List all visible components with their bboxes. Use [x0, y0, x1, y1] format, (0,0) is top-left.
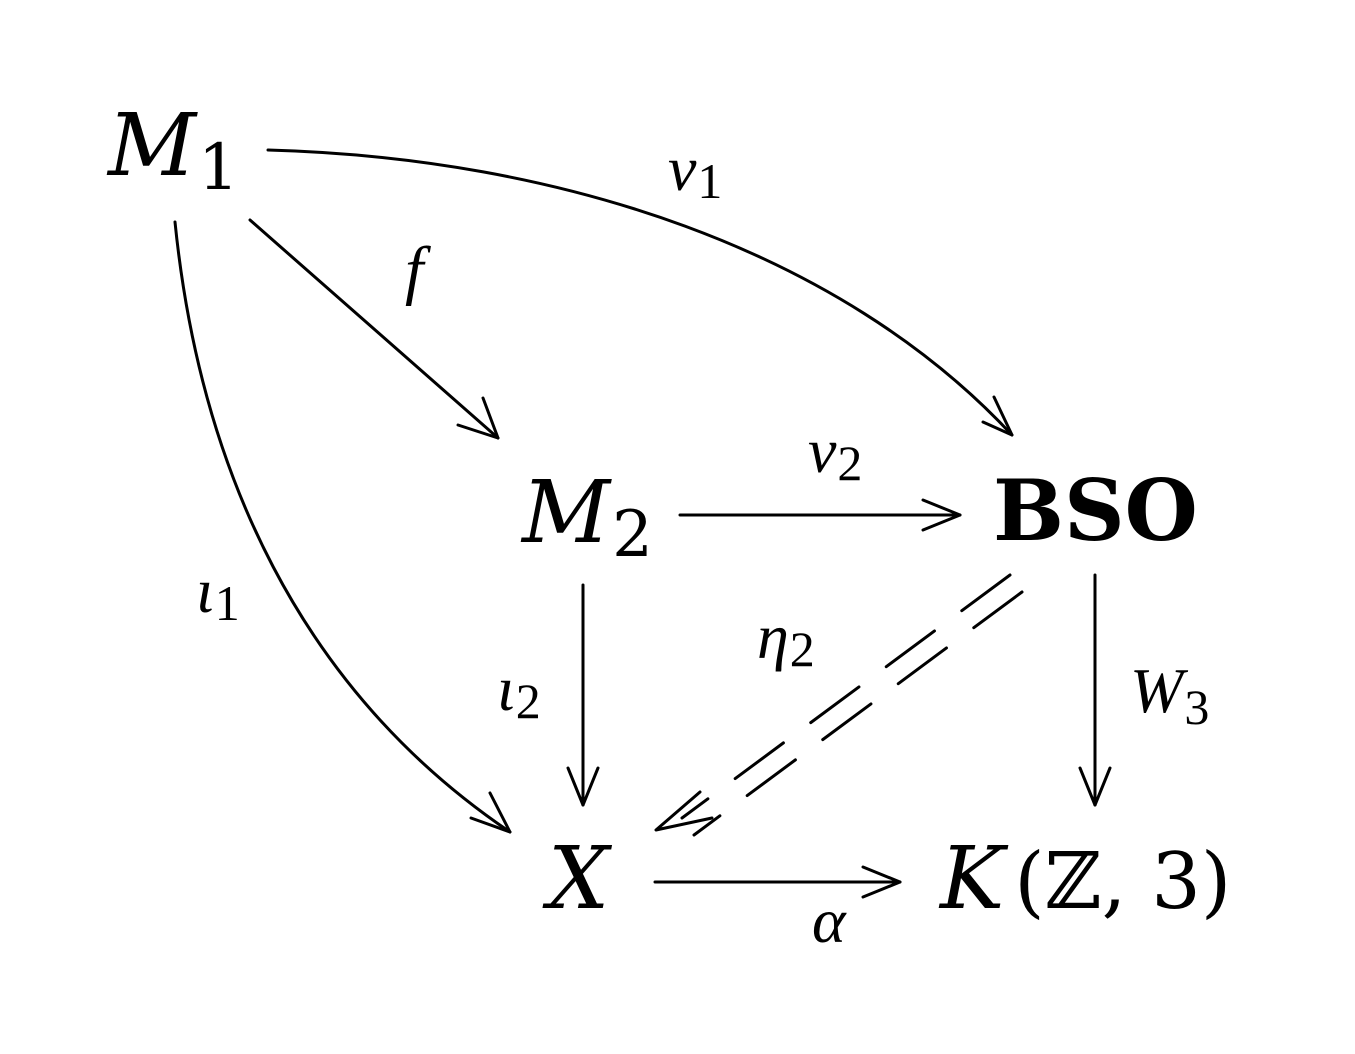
label-w3: W3: [1130, 655, 1209, 735]
edge-eta2: [654, 573, 1024, 837]
label-f: f: [405, 234, 431, 307]
label-eta2-main: η: [757, 601, 789, 672]
label-iota1: ι1: [196, 555, 240, 631]
node-x: X: [542, 829, 613, 929]
edge-nu1: [266, 148, 1014, 437]
edge-w3: [1078, 573, 1112, 807]
label-nu2: ν2: [808, 415, 862, 491]
node-bso: BSO: [993, 461, 1198, 560]
label-nu2-sub: 2: [837, 435, 862, 491]
node-m2-main: M: [520, 463, 612, 563]
label-w3-main: W: [1130, 655, 1189, 726]
node-m1-sub: 1: [198, 131, 239, 205]
label-nu1-main: ν: [668, 133, 697, 204]
node-m1-main: M: [106, 96, 198, 196]
label-iota1-sub: 1: [215, 575, 240, 631]
label-eta2: η2: [757, 601, 815, 677]
node-k: K(ℤ, 3): [938, 829, 1231, 929]
label-w3-sub: 3: [1184, 679, 1209, 735]
label-iota1-main: ι: [196, 555, 214, 626]
label-eta2-sub: 2: [790, 621, 815, 677]
node-m2-sub: 2: [612, 498, 653, 572]
edge-alpha: [653, 865, 902, 899]
label-nu1-sub: 1: [697, 153, 722, 209]
label-iota2-sub: 2: [516, 673, 541, 729]
label-alpha: α: [812, 885, 847, 956]
node-m2: M2: [520, 463, 653, 572]
node-m1: M1: [106, 96, 239, 205]
edge-iota1: [173, 220, 512, 834]
edge-iota2: [566, 583, 600, 807]
label-iota2: ι2: [497, 653, 541, 729]
edge-nu2: [678, 498, 962, 532]
node-k-args: (ℤ, 3): [1014, 837, 1231, 927]
label-iota2-main: ι: [497, 653, 515, 724]
label-nu1: ν1: [668, 133, 722, 209]
label-nu2-main: ν: [808, 415, 837, 486]
node-k-main: K: [938, 829, 1009, 929]
edge-f: [248, 218, 500, 440]
